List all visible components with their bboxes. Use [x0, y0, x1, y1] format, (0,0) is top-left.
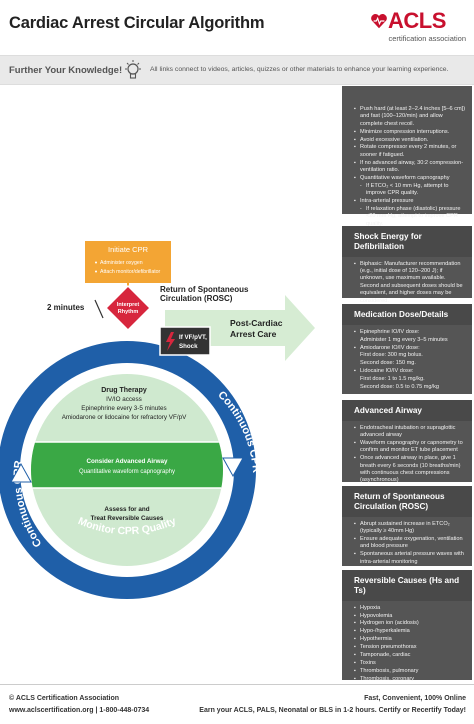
- sidebar-list-item: Quantitative waveform capnography: [354, 175, 466, 182]
- footer-tagline: Fast, Convenient, 100% Online: [364, 695, 466, 702]
- sidebar-list-item: Waveform capnography or capnometry to co…: [354, 440, 466, 455]
- airway-line: Quantitative waveform capnography: [79, 469, 175, 475]
- sidebar-list-item: Ensure adequate oxygenation, ventilation…: [354, 536, 466, 551]
- lightning-icon: [166, 332, 175, 351]
- sidebar-list-item: First dose: 1 to 1.5 mg/kg.: [360, 376, 425, 383]
- post-arrest-line-2: Arrest Care: [230, 329, 277, 339]
- sidebar-list-item: Push hard (at least 2–2.4 inches [5–6 cm…: [354, 106, 466, 128]
- post-arrest-line-1: Post-Cardiac: [230, 318, 283, 328]
- algorithm-svg: Initiate CPR Administer oxygen Attach mo…: [0, 241, 315, 599]
- sidebar-list-item: Hypovolemia: [354, 613, 466, 620]
- sidebar: Push hard (at least 2–2.4 inches [5–6 cm…: [342, 86, 472, 684]
- rosc-title: Return of Spontaneous Circulation (ROSC): [342, 486, 472, 517]
- knowledge-title: Further Your Knowledge!: [9, 65, 123, 76]
- reversible-causes-list: HypoxiaHypovolemiaHydrogen ion (acidosis…: [342, 601, 472, 690]
- footer-cta[interactable]: Earn your ACLS, PALS, Neonatal or BLS in…: [199, 707, 466, 714]
- drug-therapy-title: Drug Therapy: [101, 387, 147, 394]
- rosc-label-1: Return of Spontaneous: [160, 285, 249, 294]
- bullet-dot: [95, 261, 97, 264]
- sidebar-list-item: Minimize compression interruptions.: [354, 129, 466, 136]
- sidebar-list-item: Second dose: 0.5 to 0.75 mg/kg: [360, 383, 439, 390]
- sidebar-list-item: First dose: 300 mg bolus.: [360, 352, 423, 359]
- initiate-title: Initiate CPR: [108, 245, 149, 254]
- rosc-label-2: Circulation (ROSC): [160, 294, 233, 303]
- sidebar-list-item: Thrombosis, coronary: [354, 676, 466, 683]
- sidebar-list-item: Toxins: [354, 660, 466, 667]
- two-minutes-label: 2 minutes: [47, 303, 85, 312]
- cpr-quality-panel: Push hard (at least 2–2.4 inches [5–6 cm…: [342, 86, 472, 227]
- sidebar-list-item: Tamponade, cardiac: [354, 652, 466, 659]
- knowledge-bar: Further Your Knowledge! All links connec…: [0, 55, 474, 85]
- sidebar-list-item: Once advanced airway in place, give 1 br…: [354, 455, 466, 485]
- medication-list: Epinephrine IO/IV dose:Administer 1 mg e…: [342, 325, 472, 398]
- drug-line-3: Amiodarone or lidocaine for refractory V…: [62, 414, 187, 421]
- assess-line-1: Assess for and: [104, 506, 149, 513]
- acls-logo[interactable]: ACLS certification association: [366, 8, 466, 48]
- pointer-line: [94, 299, 104, 319]
- medication-panel: Medication Dose/Details Epinephrine IO/I…: [342, 304, 472, 394]
- bullet-dot: [95, 270, 97, 273]
- rosc-list: Abrupt sustained increase in ETCO₂ (typi…: [342, 517, 472, 573]
- initiate-item-1: Administer oxygen: [100, 260, 143, 266]
- sidebar-list-item: Amiodarone IO/IV dose:: [354, 345, 466, 352]
- sidebar-list-item: Avoid excessive ventilation.: [354, 137, 466, 144]
- sidebar-list-item: Hypothermia: [354, 636, 466, 643]
- footer-copyright: © ACLS Certification Association: [9, 695, 120, 702]
- sidebar-list-item: Epinephrine IO/IV dose:: [354, 329, 466, 336]
- drug-line-1: IV/IO access: [106, 396, 142, 403]
- drug-line-2: Epinephrine every 3-5 minutes: [81, 405, 166, 412]
- advanced-airway-list: Endotracheal intubation or supraglottic …: [342, 421, 472, 492]
- sidebar-list-item: Abrupt sustained increase in ETCO₂ (typi…: [354, 521, 466, 536]
- sidebar-list-item: Hypoxia: [354, 605, 466, 612]
- sidebar-list-item: Second dose: 150 mg.: [360, 360, 416, 367]
- sidebar-list-item: Intra-arterial pressure: [354, 198, 466, 205]
- sidebar-list-item: Spontaneous arterial pressure waves with…: [354, 551, 466, 566]
- interpret-rhythm-diamond[interactable]: [104, 284, 152, 332]
- rosc-panel: Return of Spontaneous Circulation (ROSC)…: [342, 486, 472, 566]
- initiate-cpr-box[interactable]: [85, 241, 171, 283]
- airway-title: Consider Advanced Airway: [86, 458, 168, 465]
- sidebar-list-item: Tension pneumothorax: [354, 644, 466, 651]
- airway-band: [31, 442, 223, 488]
- footer-highlight: [342, 685, 474, 724]
- logo-text: ACLS: [388, 8, 446, 33]
- ring-arrow-left: [10, 462, 32, 483]
- ring-arrow-right: [222, 457, 244, 478]
- footer: © ACLS Certification Association www.acl…: [0, 684, 474, 724]
- heart-logo-icon: [371, 14, 387, 29]
- sidebar-list-item: Biphasic: Manufacturer recommendation (e…: [354, 261, 466, 305]
- cpr-quality-list: Push hard (at least 2–2.4 inches [5–6 cm…: [342, 86, 472, 235]
- knowledge-text: All links connect to videos, articles, q…: [150, 66, 449, 73]
- advanced-airway-title: Advanced Airway: [342, 400, 472, 421]
- sidebar-list-item: Thrombosis, pulmonary: [354, 668, 466, 675]
- shock-line-2: Shock: [179, 343, 198, 350]
- sidebar-list-item: If relaxation phase (diastolic) pressure…: [354, 206, 466, 228]
- page-title: Cardiac Arrest Circular Algorithm: [9, 14, 265, 32]
- footer-contact-link[interactable]: www.aclscertification.org | 1-800-448-07…: [9, 707, 150, 714]
- cpr-ring: [0, 341, 256, 599]
- reversible-causes-panel: Reversible Causes (Hs and Ts) HypoxiaHyp…: [342, 570, 472, 683]
- interpret-line-1: Interpret: [117, 302, 139, 308]
- sidebar-list-item: If ETCO₂ < 10 mm Hg, attempt to improve …: [354, 183, 466, 198]
- advanced-airway-panel: Advanced Airway Endotracheal intubation …: [342, 400, 472, 483]
- sidebar-list-item: Administer 1 mg every 3–5 minutes: [360, 336, 448, 343]
- interpret-line-2: Rhythm: [118, 309, 139, 315]
- logo-subtitle: certification association: [388, 34, 466, 43]
- initiate-item-2: Attach monitor/defibrillator: [100, 269, 161, 275]
- lightbulb-icon: [125, 60, 141, 79]
- sidebar-list-item: Endotracheal intubation or supraglottic …: [354, 425, 466, 440]
- shock-energy-panel: Shock Energy for Defibrillation Biphasic…: [342, 226, 472, 312]
- medication-title: Medication Dose/Details: [342, 304, 472, 325]
- algorithm-diagram: Initiate CPR Administer oxygen Attach mo…: [0, 90, 340, 680]
- shock-line-1: If VF/pVT,: [179, 334, 207, 341]
- sidebar-list-item: Rotate compressor every 2 minutes, or so…: [354, 144, 466, 159]
- shock-energy-title: Shock Energy for Defibrillation: [342, 226, 472, 257]
- assess-line-2: Treat Reversible Causes: [91, 515, 164, 522]
- sidebar-list-item: Lidocaine IO/IV dose:: [354, 368, 466, 375]
- reversible-causes-title: Reversible Causes (Hs and Ts): [342, 570, 472, 601]
- header: Cardiac Arrest Circular Algorithm ACLS c…: [0, 0, 474, 52]
- sidebar-list-item: If no advanced airway, 30:2 compression-…: [354, 160, 466, 175]
- sidebar-list-item: Hydrogen ion (acidosis): [354, 620, 466, 627]
- sidebar-list-item: Hypo-/hyperkalemia: [354, 628, 466, 635]
